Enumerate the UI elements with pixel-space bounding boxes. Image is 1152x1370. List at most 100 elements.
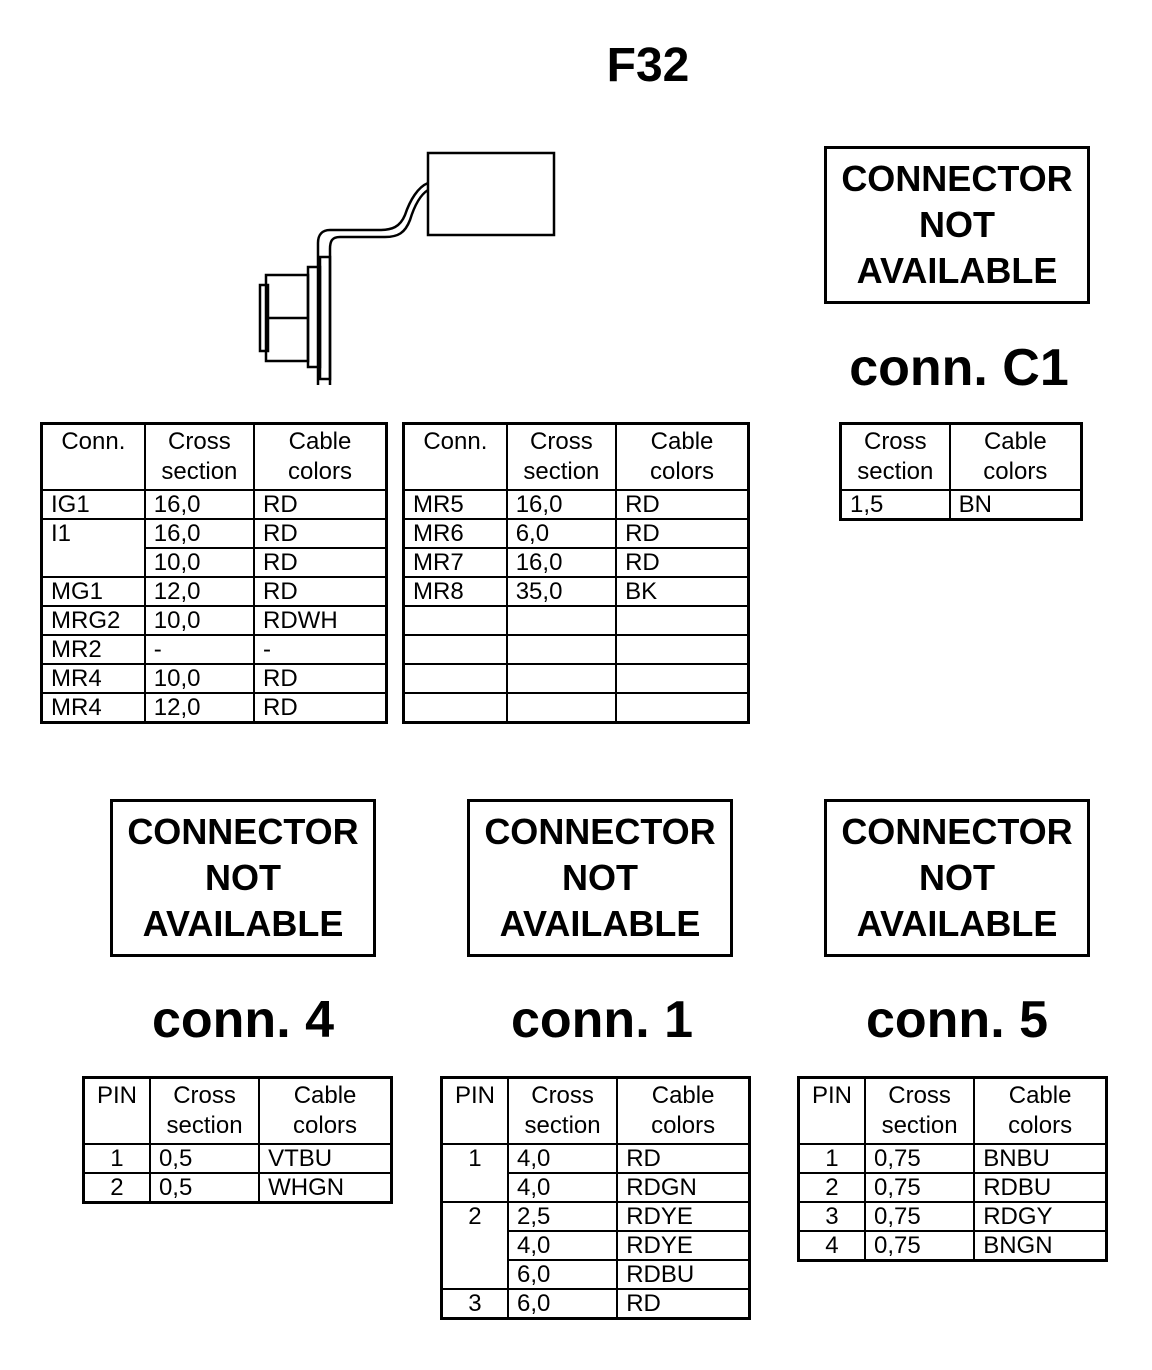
cell-empty bbox=[615, 634, 750, 665]
cell-cross: 0,5 bbox=[148, 1172, 261, 1204]
cell-conn: MR4 bbox=[40, 663, 146, 694]
cell-color: - bbox=[253, 634, 388, 665]
cell-pin: 4 bbox=[797, 1230, 866, 1262]
conn-1-label: conn. 1 bbox=[510, 991, 694, 1049]
header-text: Cross bbox=[530, 428, 593, 455]
bracket-terminal-drawing bbox=[258, 151, 556, 385]
header-text: Cross bbox=[531, 1082, 594, 1109]
cell-color: BNGN bbox=[973, 1230, 1108, 1262]
na-line-3: AVAILABLE bbox=[856, 903, 1058, 944]
cell-conn: MR8 bbox=[402, 576, 508, 607]
table-row-empty bbox=[402, 605, 750, 636]
cell-cross: 35,0 bbox=[505, 576, 618, 607]
cell-color: RDGN bbox=[616, 1172, 751, 1203]
header-text: Cable bbox=[650, 428, 714, 455]
header-conn-text: Conn. bbox=[61, 428, 126, 455]
cell-cross: 4,0 bbox=[506, 1172, 619, 1203]
connector-not-available-4: CONNECTOR NOT AVAILABLE bbox=[110, 799, 376, 957]
cell-conn bbox=[40, 548, 146, 578]
cell-cross: 16,0 bbox=[505, 489, 618, 520]
cell-empty bbox=[505, 692, 618, 724]
cell-color: RD bbox=[253, 518, 388, 549]
cell-color: RD bbox=[616, 1288, 751, 1320]
na-line-2: NOT bbox=[919, 204, 995, 245]
conn-c1-label: conn. C1 bbox=[849, 339, 1069, 397]
cell-cross: 16,0 bbox=[143, 518, 256, 549]
cell-conn: MRG2 bbox=[40, 605, 146, 636]
na-line-1: CONNECTOR bbox=[841, 158, 1073, 199]
cell-color: RDYE bbox=[616, 1230, 751, 1261]
header-text: section bbox=[523, 458, 600, 485]
cell-pin: 2 bbox=[82, 1172, 151, 1204]
header-text: Cross bbox=[863, 428, 927, 455]
connector-not-available-1: CONNECTOR NOT AVAILABLE bbox=[467, 799, 733, 957]
cell-cross: 12,0 bbox=[143, 692, 256, 724]
cell-pin: 2 bbox=[797, 1172, 866, 1203]
cell-cross: 0,75 bbox=[863, 1230, 976, 1262]
cell-cross: 2,5 bbox=[506, 1201, 619, 1232]
header-text: section bbox=[161, 458, 238, 485]
cell-color: BNBU bbox=[973, 1143, 1108, 1174]
cell-conn: MR5 bbox=[402, 489, 508, 520]
na-line-1: CONNECTOR bbox=[127, 811, 359, 852]
header-conn: Conn. bbox=[40, 422, 146, 491]
cell-color: RDYE bbox=[616, 1201, 751, 1232]
cell-conn: I1 bbox=[40, 518, 146, 548]
header-text: Cross bbox=[168, 428, 231, 455]
cell-pin: 1 bbox=[797, 1143, 866, 1174]
na-line-3: AVAILABLE bbox=[499, 903, 701, 944]
header-text: Cross bbox=[173, 1082, 236, 1109]
header-text: section bbox=[857, 458, 934, 485]
cell-color: RD bbox=[253, 547, 388, 578]
header-conn: Conn. bbox=[402, 422, 508, 491]
cell-color: BK bbox=[615, 576, 750, 607]
cell-color: RD bbox=[253, 663, 388, 694]
table-row-empty bbox=[402, 692, 750, 724]
cell-cross: 16,0 bbox=[143, 489, 256, 520]
cell-empty bbox=[615, 663, 750, 694]
cell-cross: - bbox=[143, 634, 256, 665]
table-row-empty bbox=[402, 634, 750, 665]
cell-color: RD bbox=[616, 1143, 751, 1174]
header-text: section bbox=[881, 1112, 958, 1139]
cell-conn: MG1 bbox=[40, 576, 146, 607]
cell-conn: IG1 bbox=[40, 489, 146, 520]
cell-conn: MR6 bbox=[402, 518, 508, 549]
na-line-1: CONNECTOR bbox=[841, 811, 1073, 852]
header-cross-section: Cross section bbox=[506, 1076, 619, 1145]
cell-color: RD bbox=[615, 518, 750, 549]
table-row: MR2-- bbox=[40, 634, 388, 665]
header-text: Cable bbox=[983, 428, 1047, 455]
header-text: Cable bbox=[293, 1082, 357, 1109]
cell-cross: 1,5 bbox=[839, 489, 951, 521]
cell-empty bbox=[402, 663, 508, 694]
cell-cross: 6,0 bbox=[506, 1259, 619, 1290]
header-text: section bbox=[524, 1112, 601, 1139]
cell-color: RD bbox=[615, 489, 750, 520]
na-line-3: AVAILABLE bbox=[142, 903, 344, 944]
cell-color: VTBU bbox=[258, 1143, 393, 1174]
cell-color: RDGY bbox=[973, 1201, 1108, 1232]
cell-empty bbox=[505, 634, 618, 665]
cell-empty bbox=[505, 663, 618, 694]
